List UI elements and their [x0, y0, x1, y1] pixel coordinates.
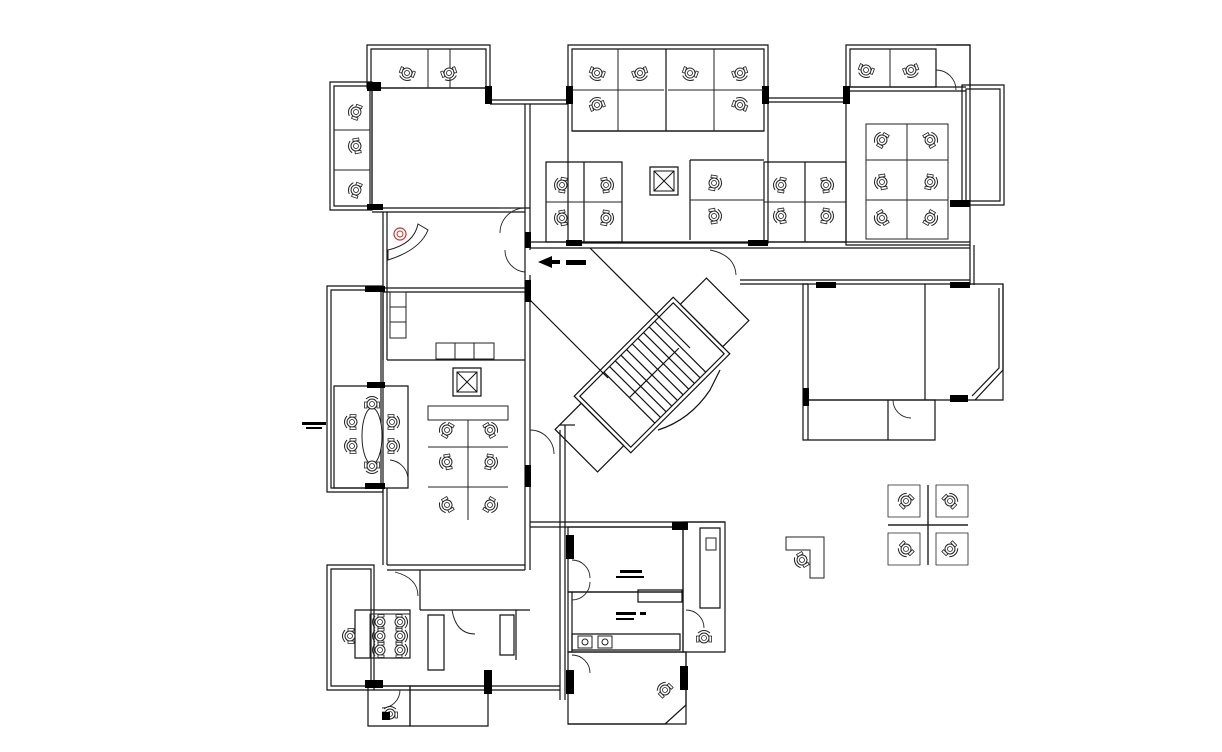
furniture	[334, 49, 948, 658]
walls	[327, 45, 1004, 726]
structural-columns	[365, 82, 970, 694]
legend-single-chair	[791, 550, 811, 571]
annotation-marks	[302, 422, 646, 720]
lift-west	[452, 367, 482, 397]
direction-arrow	[538, 256, 586, 268]
lift-north	[649, 166, 679, 196]
legend-workstation-cluster	[887, 484, 969, 566]
reception-chair	[394, 228, 406, 240]
chairs	[342, 62, 941, 720]
door-swings	[382, 70, 956, 708]
